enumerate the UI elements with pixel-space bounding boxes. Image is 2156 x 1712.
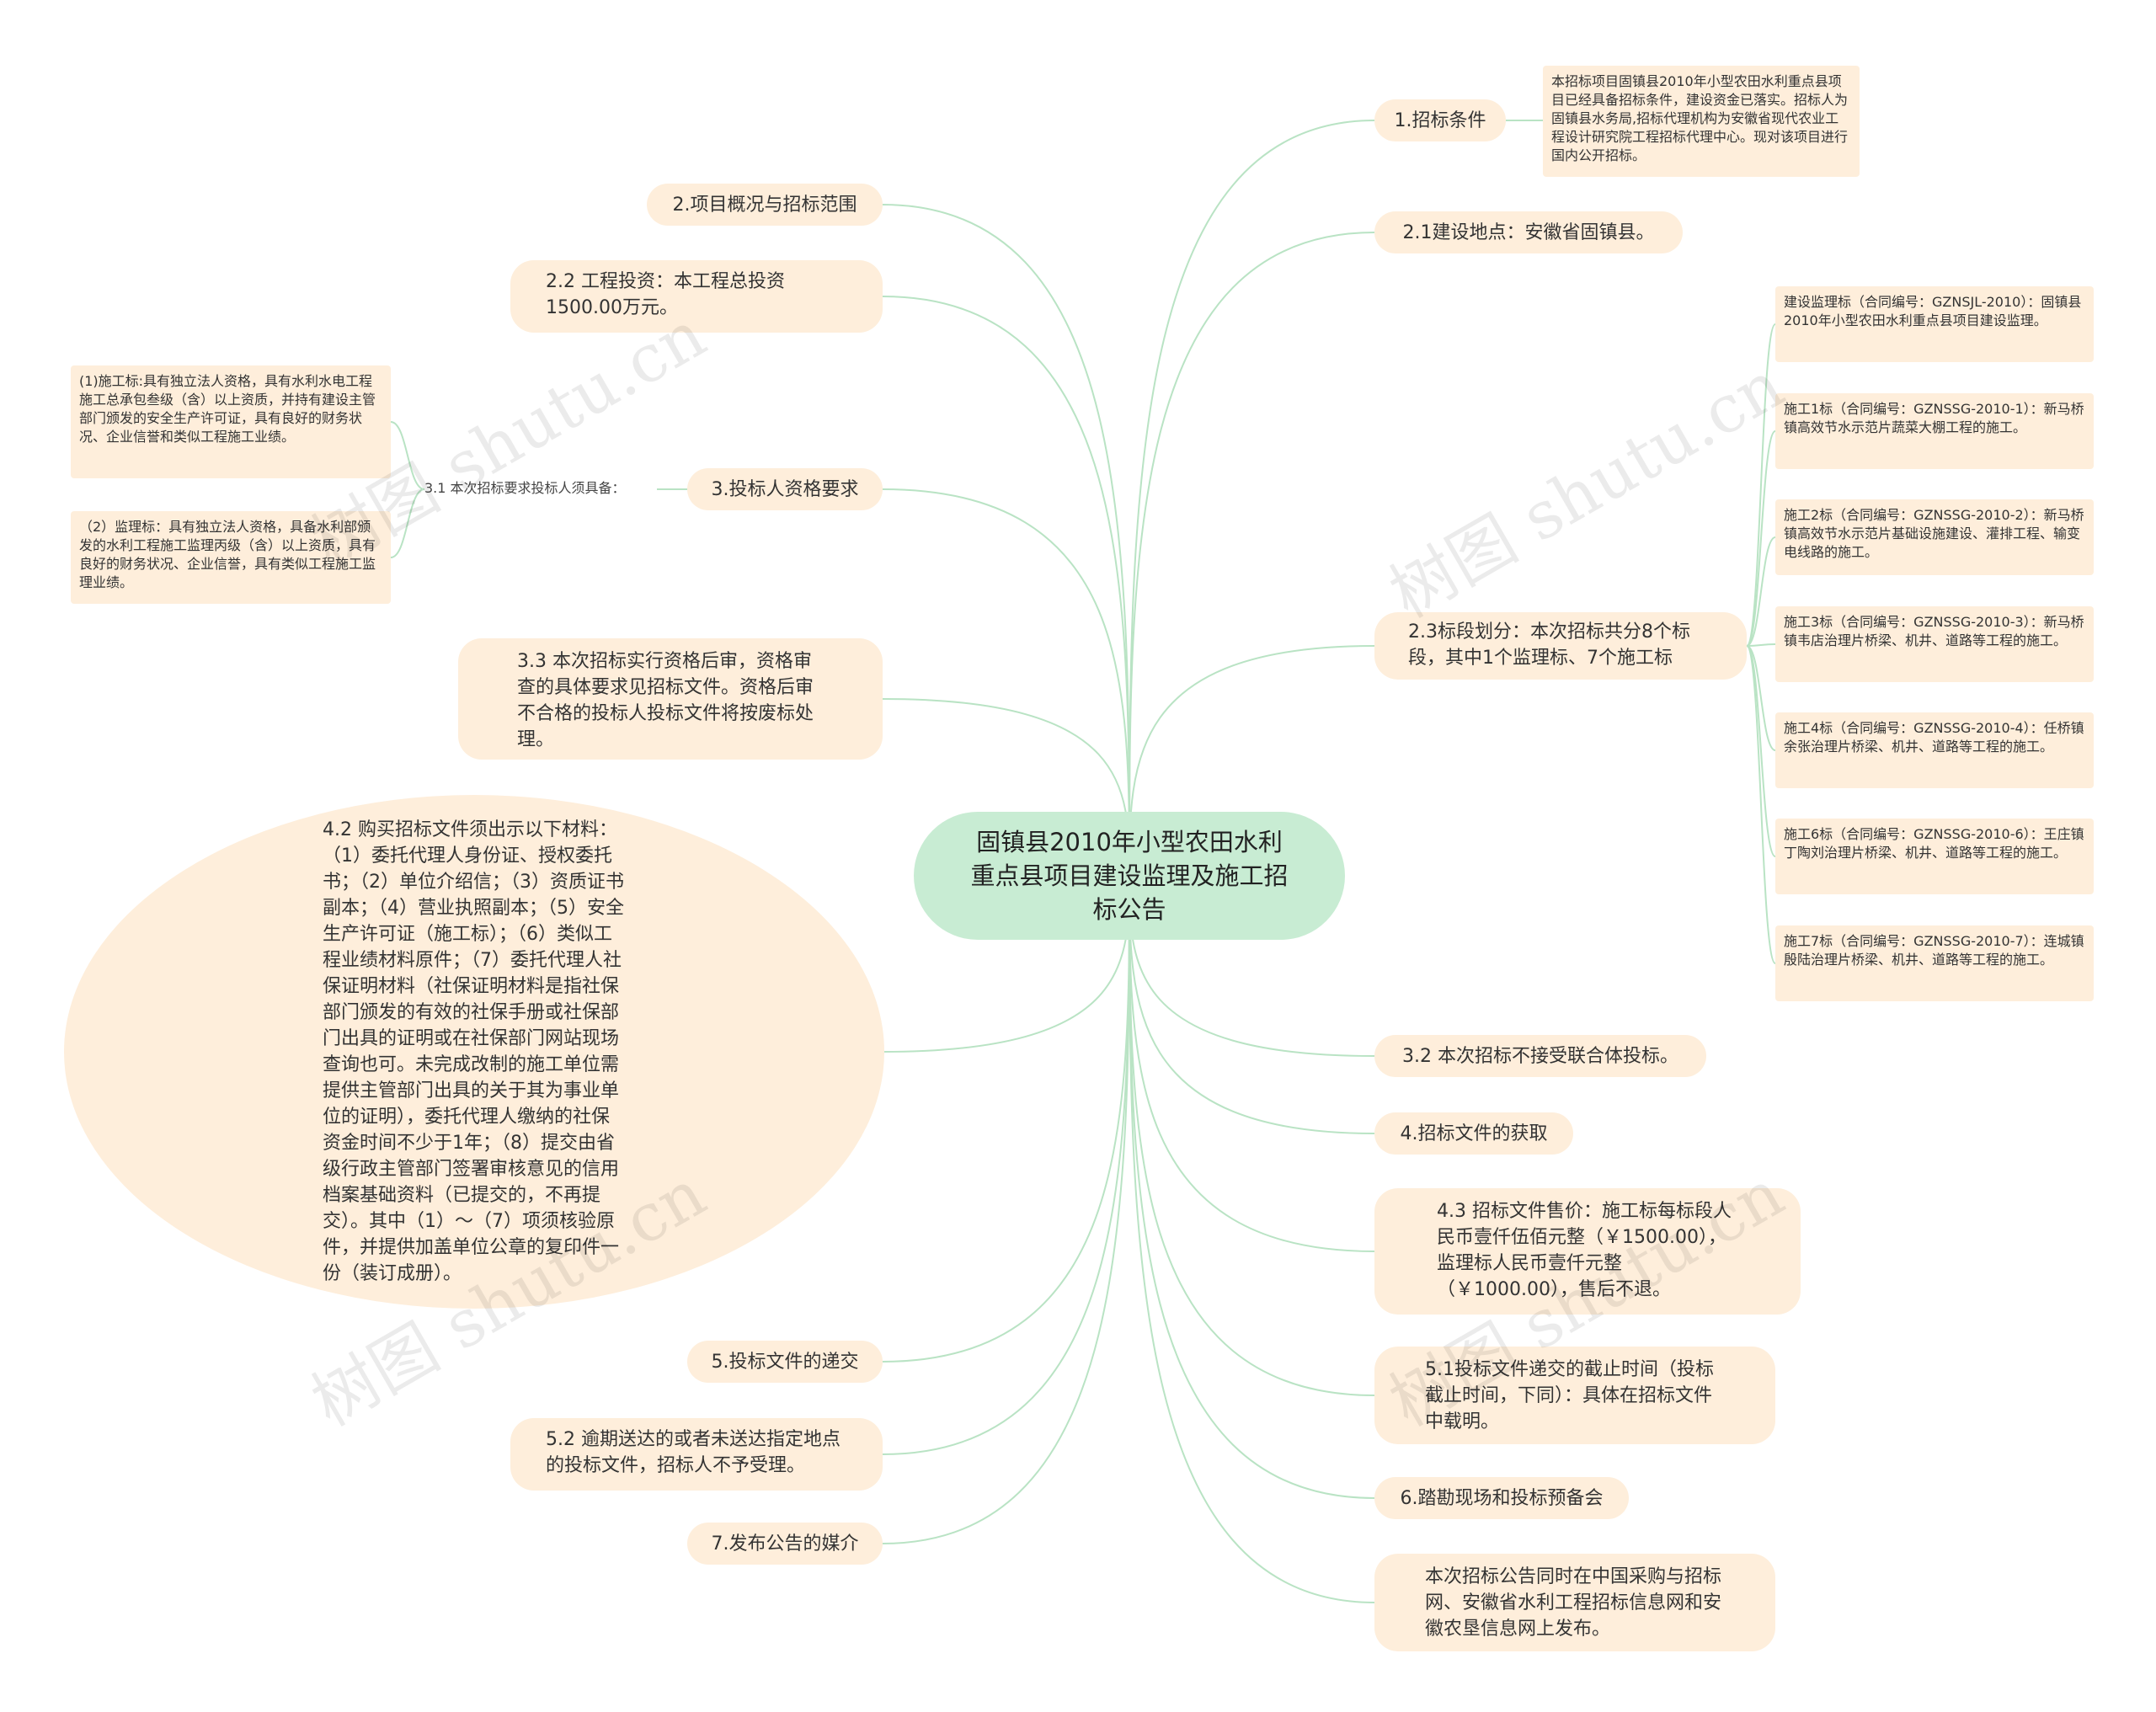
- section-item[interactable]: 施工4标（合同编号：GZNSSG-2010-4）：任桥镇余张治理片桥梁、机井、道…: [1775, 712, 2094, 788]
- connector-line: [882, 875, 1130, 1544]
- node-late-submission[interactable]: 5.2 逾期送达的或者未送达指定地点的投标文件，招标人不予受理。: [510, 1418, 883, 1491]
- connector-line: [1129, 875, 1375, 1603]
- node-project-overview[interactable]: 2.项目概况与招标范围: [647, 184, 883, 226]
- node-document-price[interactable]: 4.3 招标文件售价：施工标每标段人民币壹仟伍佰元整（￥1500.00），监理标…: [1374, 1188, 1801, 1315]
- node-site-visit[interactable]: 6.踏勘现场和投标预备会: [1374, 1477, 1629, 1519]
- connector-line: [1746, 645, 1776, 964]
- connector-line: [1746, 645, 1776, 751]
- section-item[interactable]: 施工6标（合同编号：GZNSSG-2010-6）：王庄镇丁陶刘治理片桥梁、机井、…: [1775, 819, 2094, 894]
- central-topic[interactable]: 固镇县2010年小型农田水利重点县项目建设监理及施工招标公告: [914, 812, 1345, 940]
- node-bidder-qualification[interactable]: 3.投标人资格要求: [687, 468, 883, 510]
- node-post-qualification[interactable]: 3.3 本次招标实行资格后审，资格审查的具体要求见招标文件。资格后审不合格的投标…: [458, 638, 883, 760]
- connector-line: [882, 875, 1130, 1363]
- node-purchase-materials[interactable]: 4.2 购买招标文件须出示以下材料：（1）委托代理人身份证、授权委托书；（2）单…: [64, 795, 884, 1309]
- node-publication-media-detail[interactable]: 本次招标公告同时在中国采购与招标网、安徽省水利工程招标信息网和安徽农垦信息网上发…: [1374, 1554, 1775, 1651]
- section-item[interactable]: 施工3标（合同编号：GZNSSG-2010-3）：新马桥镇韦店治理片桥梁、机井、…: [1775, 606, 2094, 682]
- connector-line: [390, 488, 425, 558]
- connector-line: [1746, 323, 1776, 647]
- connector-line: [390, 421, 425, 490]
- node-construction-qualification[interactable]: (1)施工标:具有独立法人资格，具有水利水电工程施工总承包叁级（含）以上资质，并…: [71, 365, 391, 478]
- section-item[interactable]: 施工7标（合同编号：GZNSSG-2010-7）：连城镇殷陆治理片桥梁、机井、道…: [1775, 925, 2094, 1001]
- node-purchase-materials-text: 4.2 购买招标文件须出示以下材料：（1）委托代理人身份证、授权委托书；（2）单…: [323, 819, 624, 1284]
- connector-line: [1129, 120, 1375, 877]
- node-submission[interactable]: 5.投标文件的递交: [687, 1341, 883, 1383]
- node-bidding-conditions[interactable]: 1.招标条件: [1374, 99, 1506, 141]
- connector-line: [1746, 643, 1776, 647]
- central-topic-label: 固镇县2010年小型农田水利重点县项目建设监理及施工招标公告: [970, 828, 1289, 924]
- node-bidding-conditions-detail[interactable]: 本招标项目固镇县2010年小型农田水利重点县项目已经具备招标条件，建设资金已落实…: [1543, 66, 1860, 177]
- section-item[interactable]: 建设监理标（合同编号：GZNSJL-2010）：固镇县2010年小型农田水利重点…: [1775, 286, 2094, 362]
- connector-line: [882, 488, 1130, 877]
- node-submission-deadline[interactable]: 5.1投标文件递交的截止时间（投标截止时间，下同）：具体在招标文件中载明。: [1374, 1347, 1775, 1444]
- connector-line: [1746, 645, 1776, 857]
- node-no-consortium[interactable]: 3.2 本次招标不接受联合体投标。: [1374, 1035, 1706, 1077]
- node-publication-media[interactable]: 7.发布公告的媒介: [687, 1523, 883, 1565]
- section-item[interactable]: 施工2标（合同编号：GZNSSG-2010-2）：新马桥镇高效节水示范片基础设施…: [1775, 499, 2094, 575]
- node-section-division[interactable]: 2.3标段划分：本次招标共分8个标段，其中1个监理标、7个施工标: [1374, 612, 1747, 680]
- node-investment[interactable]: 2.2 工程投资：本工程总投资1500.00万元。: [510, 260, 883, 333]
- connector-line: [882, 296, 1130, 877]
- node-qualification-requirements[interactable]: 3.1 本次招标要求投标人须具备：: [424, 480, 626, 496]
- node-supervision-qualification[interactable]: （2）监理标：具有独立法人资格，具备水利部颁发的水利工程施工监理丙级（含）以上资…: [71, 511, 391, 604]
- connector-line: [1129, 875, 1375, 1396]
- connector-line: [1746, 430, 1776, 647]
- section-item[interactable]: 施工1标（合同编号：GZNSSG-2010-1）：新马桥镇高效节水示范片蔬菜大棚…: [1775, 393, 2094, 469]
- node-construction-site[interactable]: 2.1建设地点：安徽省固镇县。: [1374, 211, 1683, 253]
- connector-line: [1129, 232, 1375, 877]
- connector-line: [1129, 875, 1375, 1499]
- connector-line: [1746, 536, 1776, 647]
- connector-line: [882, 875, 1130, 1455]
- node-obtain-documents[interactable]: 4.招标文件的获取: [1374, 1112, 1573, 1155]
- connector-line: [882, 204, 1130, 877]
